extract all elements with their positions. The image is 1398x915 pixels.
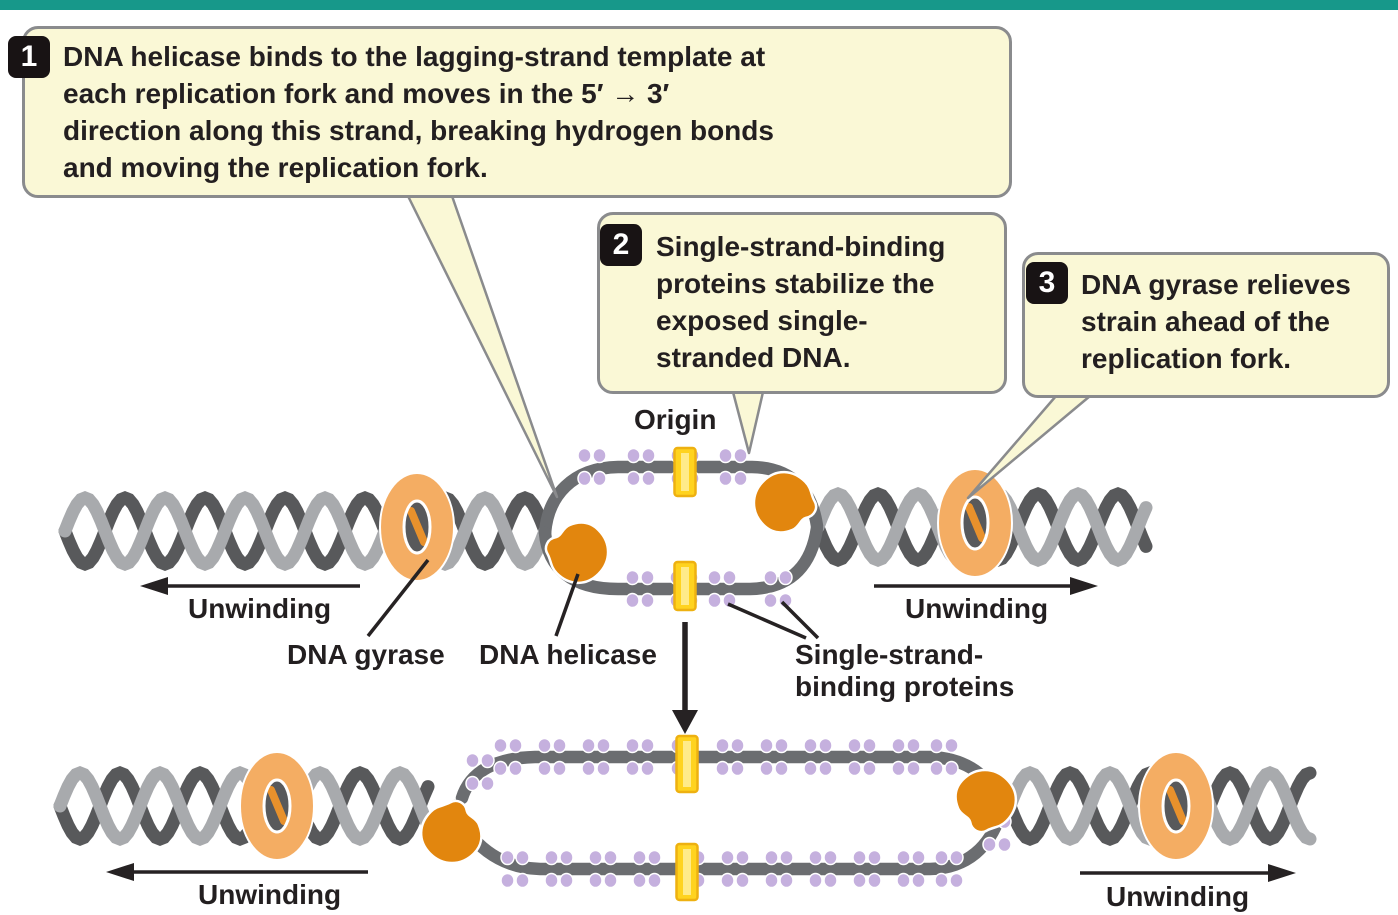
dna-gyrase-ring	[1139, 752, 1213, 860]
step-3-badge: 3	[1026, 262, 1068, 304]
callout-text-line: each replication fork and moves in the 5…	[63, 78, 670, 109]
next-stage-arrow	[672, 622, 698, 734]
callout-text-line: exposed single-	[656, 305, 868, 336]
unwinding-label-top-left: Unwinding	[188, 593, 332, 624]
dna-gyrase-ring	[938, 469, 1012, 577]
dna-gyrase-ring	[380, 473, 454, 581]
origin-marker	[673, 446, 697, 498]
step-2-badge: 2	[600, 224, 642, 266]
callout-dna-gyrase: DNA gyrase relieves strain ahead of the …	[1022, 252, 1390, 398]
unwinding-label-bottom-left: Unwinding	[198, 879, 342, 910]
dna-double-helix	[53, 765, 435, 847]
label-leader-line	[366, 558, 430, 638]
origin-label: Origin	[634, 404, 717, 435]
callout-text-line: stranded DNA.	[656, 342, 851, 373]
callout-text-line: proteins stabilize the	[656, 268, 935, 299]
ssb-label-line1: Single-strand-	[795, 639, 984, 670]
callout-text-line: and moving the replication fork.	[63, 152, 488, 183]
unwinding-label-bottom-right: Unwinding	[1106, 881, 1250, 912]
dna-double-helix	[58, 490, 552, 572]
ssb-proteins-label: Single-strand- binding proteins	[795, 639, 1014, 703]
callout-text-line: DNA gyrase relieves	[1081, 269, 1351, 300]
unwinding-arrow	[1080, 864, 1296, 882]
dna-gyrase-label: DNA gyrase	[287, 639, 445, 670]
unwinding-arrow	[106, 863, 368, 881]
step-1-badge: 1	[8, 36, 50, 78]
callout-dna-helicase: DNA helicase binds to the lagging-strand…	[22, 26, 1012, 198]
dna-helicase-label: DNA helicase	[479, 639, 657, 670]
callout-pointer	[731, 390, 765, 455]
label-leader-line	[727, 602, 807, 640]
origin-marker	[675, 734, 699, 794]
dna-gyrase-ring	[240, 752, 314, 860]
callout-text-line: Single-strand-binding	[656, 231, 946, 262]
top-accent-bar	[0, 0, 1398, 10]
ssb-label-line2: binding proteins	[795, 671, 1015, 702]
label-leader-line	[780, 600, 820, 640]
callout-ssb-proteins: Single-strand-binding proteins stabilize…	[597, 212, 1007, 394]
callout-text-line: DNA helicase binds to the lagging-strand…	[63, 41, 766, 72]
unwinding-label-top-right: Unwinding	[905, 593, 1049, 624]
callout-pointer	[966, 394, 1092, 500]
callout-pointer	[406, 194, 559, 499]
origin-marker	[673, 560, 697, 612]
unwinding-arrow	[874, 577, 1098, 595]
label-leader-line	[554, 573, 580, 637]
origin-marker	[675, 842, 699, 902]
callout-text-line: strain ahead of the	[1081, 306, 1330, 337]
unwinding-arrow	[140, 577, 360, 595]
callout-text-line: replication fork.	[1081, 343, 1292, 374]
callout-text-line: direction along this strand, breaking hy…	[63, 115, 774, 146]
